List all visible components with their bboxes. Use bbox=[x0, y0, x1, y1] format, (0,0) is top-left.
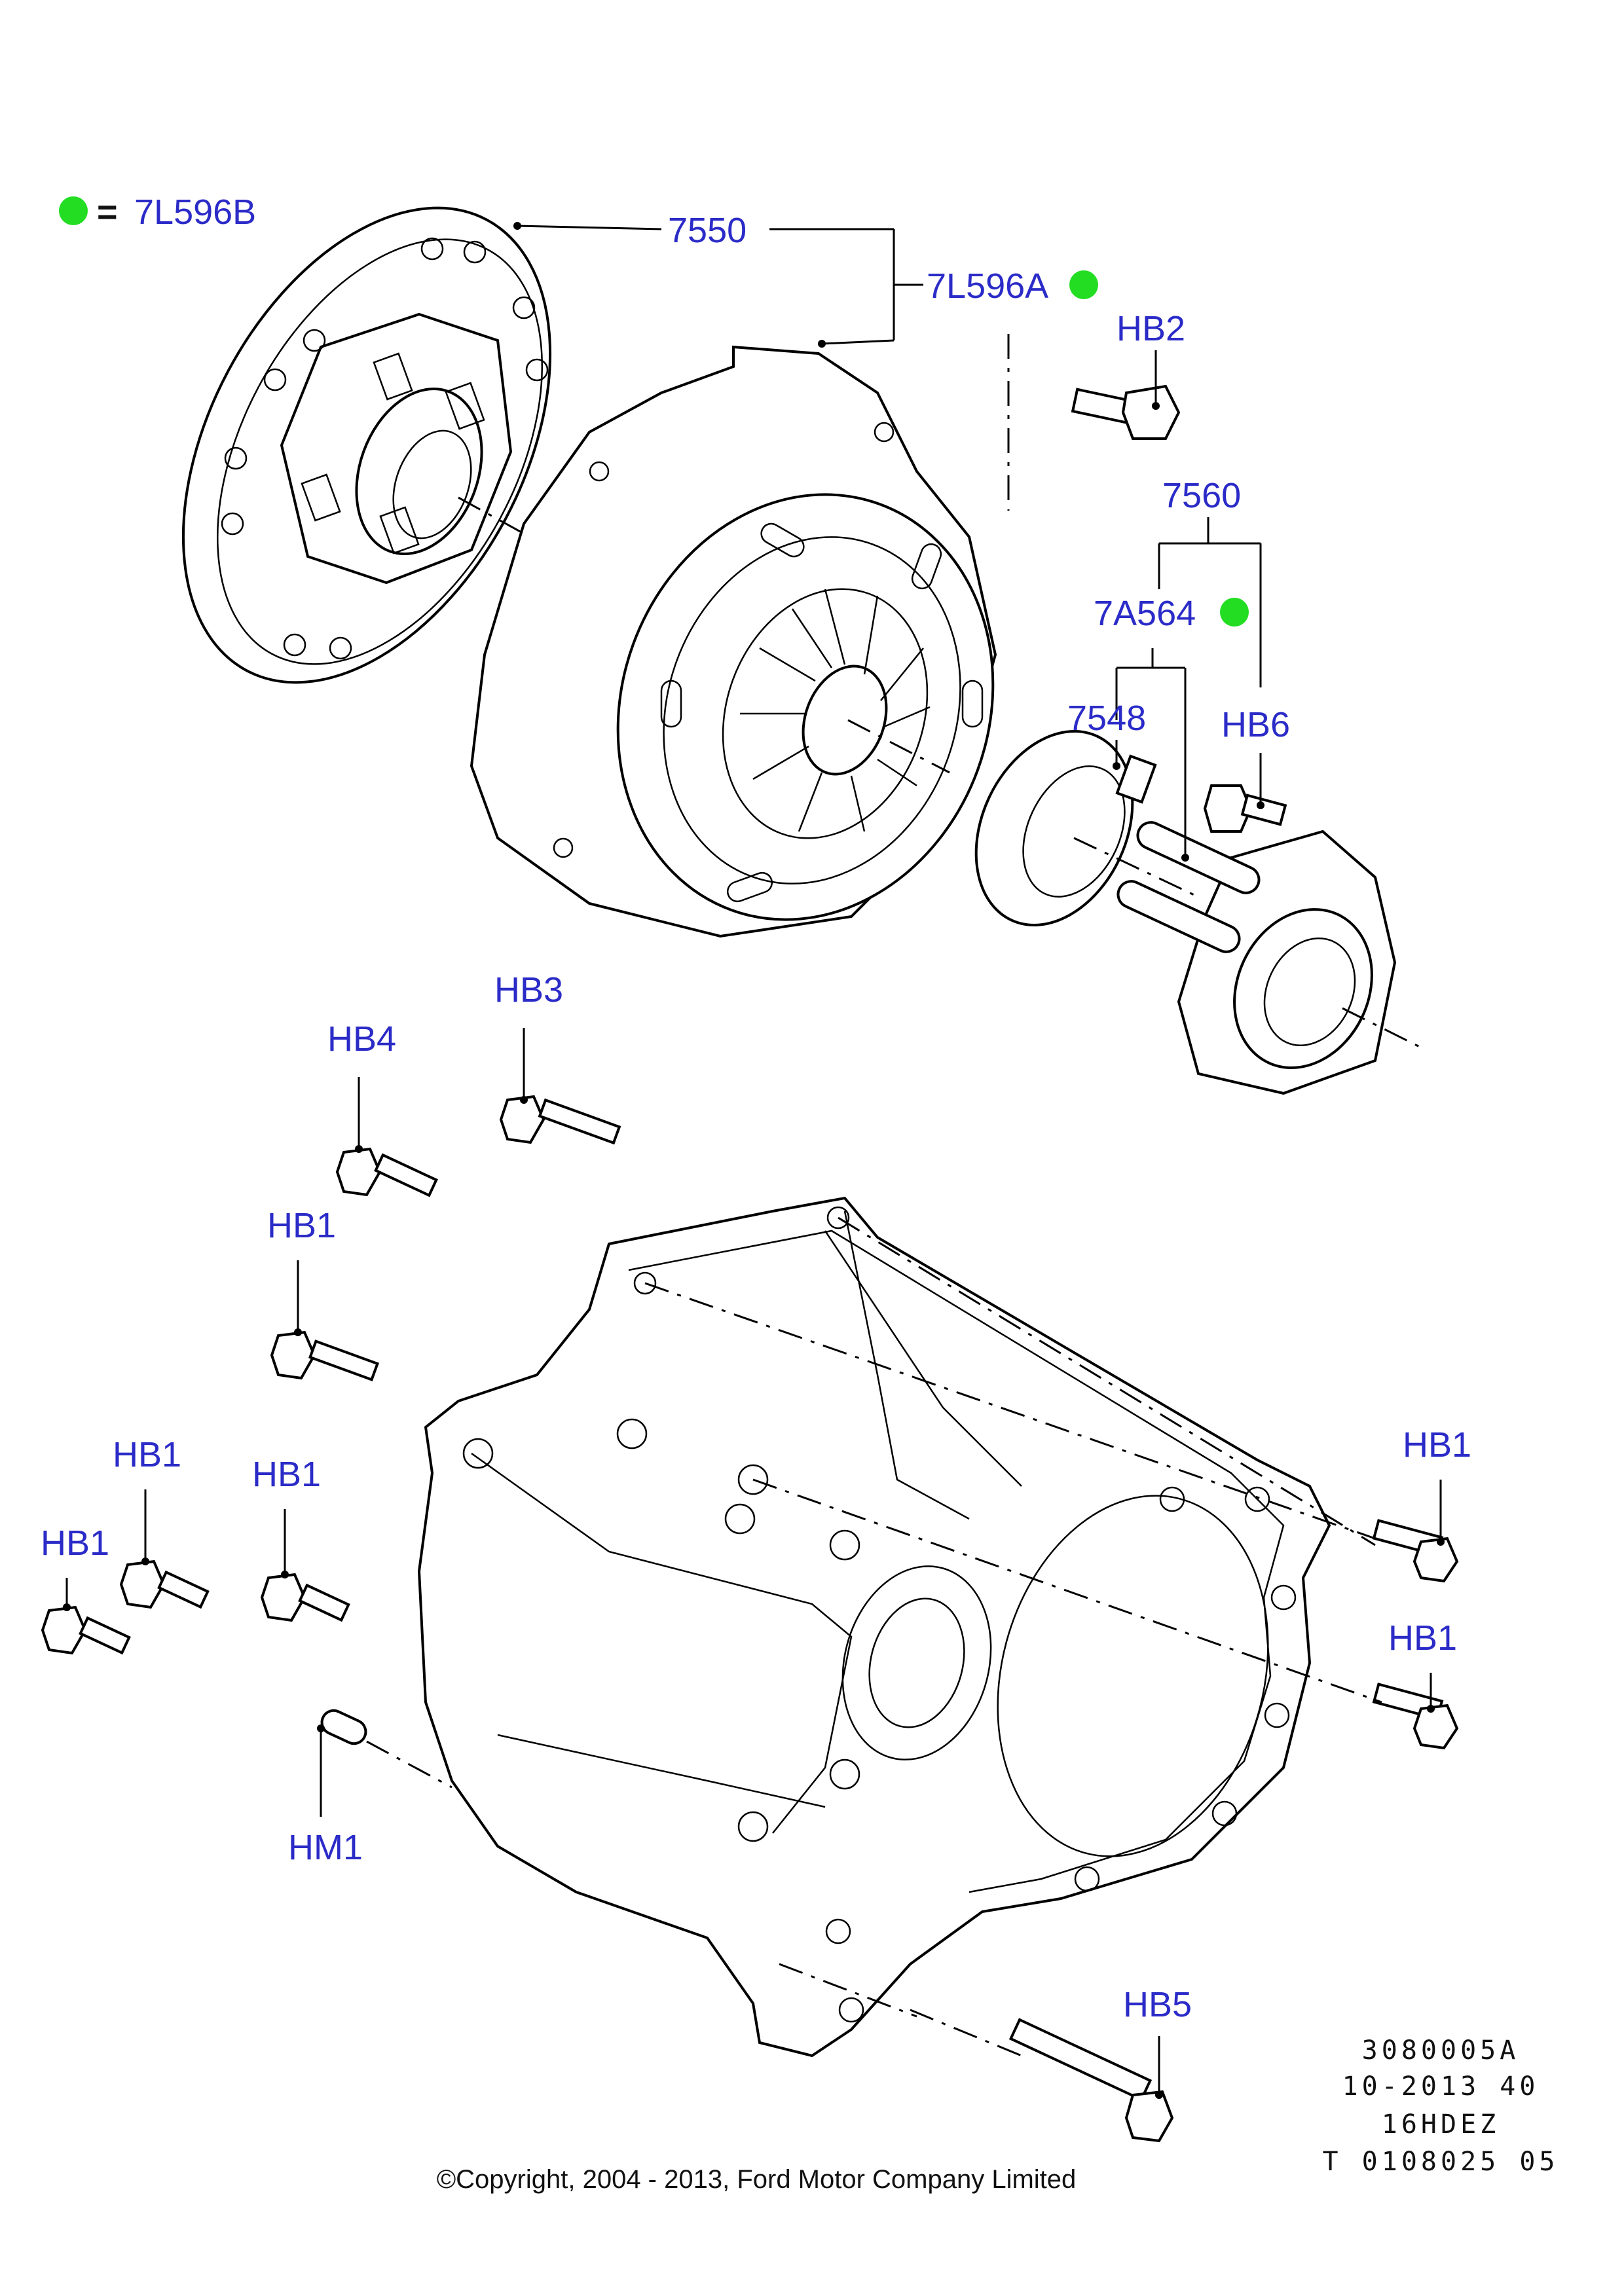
callout-HB1-right-lower: HB1 bbox=[1388, 1618, 1457, 1658]
transmission-housing bbox=[417, 1196, 1382, 2058]
legend: = 7L596B bbox=[59, 192, 256, 232]
callout-HB1-left-low: HB1 bbox=[41, 1523, 109, 1563]
bolt-hb6 bbox=[1203, 784, 1287, 833]
bolt-hb3 bbox=[499, 1095, 621, 1145]
copyright-notice: ©Copyright, 2004 - 2013, Ford Motor Comp… bbox=[437, 2165, 1077, 2194]
clutch-disc bbox=[181, 206, 552, 684]
callout-7L596A: 7L596A bbox=[927, 266, 1048, 306]
green-dot-7L596A bbox=[1069, 270, 1098, 299]
dowel-pin-hm1 bbox=[320, 1709, 452, 1789]
bolt-hb1-left-upper bbox=[270, 1330, 379, 1381]
callout-HB1-right-upper: HB1 bbox=[1403, 1425, 1471, 1465]
bolt-hb1-right-upper bbox=[1372, 1519, 1459, 1583]
bolt-hb1-center-left bbox=[260, 1573, 350, 1622]
callout-HB1-center-left: HB1 bbox=[252, 1455, 321, 1494]
legend-equals: = bbox=[97, 192, 118, 232]
reference-block: 3080005A 10-2013 40 16HDEZ T 0108025 05 bbox=[1323, 2035, 1559, 2177]
bolt-hb4 bbox=[335, 1147, 438, 1197]
callout-HM1: HM1 bbox=[288, 1828, 363, 1867]
callout-7560: 7560 bbox=[1162, 476, 1241, 515]
reference-line-4: T 0108025 05 bbox=[1323, 2147, 1559, 2177]
bolt-hb1-left-low bbox=[41, 1605, 131, 1655]
green-dot-marker bbox=[59, 196, 88, 225]
reference-line-2: 10-2013 40 bbox=[1342, 2071, 1540, 2102]
callout-HB6: HB6 bbox=[1221, 705, 1290, 744]
callout-HB3: HB3 bbox=[494, 970, 563, 1010]
slave-cylinder bbox=[1073, 821, 1422, 1095]
callout-HB2: HB2 bbox=[1116, 309, 1185, 348]
pressure-plate bbox=[470, 345, 997, 938]
callout-7548: 7548 bbox=[1067, 699, 1146, 738]
callout-7A564: 7A564 bbox=[1094, 594, 1196, 633]
bolt-hb1-right-lower bbox=[1372, 1683, 1459, 1750]
callout-HB5: HB5 bbox=[1123, 1985, 1192, 2024]
green-dot-7A564 bbox=[1220, 598, 1249, 627]
bolt-hb1-left-middle bbox=[119, 1559, 210, 1609]
callout-labels: 7550 7L596A HB2 7560 7A564 7548 HB6 HB3 … bbox=[41, 211, 1471, 2024]
callout-HB4: HB4 bbox=[327, 1019, 396, 1059]
bolt-hb5 bbox=[910, 2009, 1174, 2143]
callout-HB1-left-upper: HB1 bbox=[267, 1206, 336, 1245]
legend-code: 7L596B bbox=[134, 192, 256, 232]
bolt-hb2 bbox=[1007, 334, 1181, 511]
reference-line-3: 16HDEZ bbox=[1382, 2109, 1500, 2140]
reference-line-1: 3080005A bbox=[1362, 2035, 1520, 2066]
release-bearing bbox=[974, 730, 1157, 926]
callout-HB1-left-middle: HB1 bbox=[113, 1435, 181, 1474]
callout-7550: 7550 bbox=[668, 211, 747, 250]
leader-lines bbox=[63, 222, 1445, 2099]
